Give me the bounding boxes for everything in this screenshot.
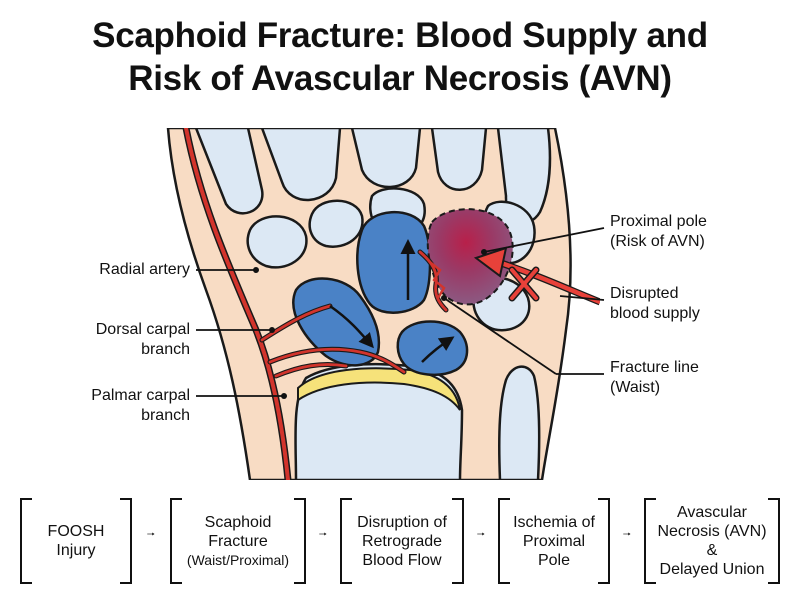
flow-step-3-line3: Blood Flow xyxy=(362,551,442,569)
label-proximal-line1: Proximal pole xyxy=(610,213,707,230)
flow-arrow-waist xyxy=(421,336,455,363)
flow-step-2-line3: (Waist/Proximal) xyxy=(186,551,290,568)
metacarpal-3 xyxy=(350,128,422,189)
title-line-1: Scaphoid Fracture: Blood Supply and xyxy=(92,16,708,55)
label-palmar-carpal-branch: Palmar carpal branch xyxy=(40,386,190,426)
flow-step-5-line3: & xyxy=(706,542,718,559)
leader-disrupted xyxy=(559,295,605,301)
label-fracture-line: Fracture line (Waist) xyxy=(610,358,770,398)
flow-step-2: Scaphoid Fracture (Waist/Proximal) xyxy=(170,498,306,584)
scaphoid-waist xyxy=(396,320,469,377)
label-fracture-line1: Fracture line xyxy=(610,359,699,376)
articular-cartilage xyxy=(297,367,461,411)
flow-step-3-line1: Disruption of xyxy=(357,513,447,531)
trapezoid xyxy=(308,199,364,248)
flow-step-4-line3: Pole xyxy=(537,551,571,569)
flow-step-3: Disruption of Retrograde Blood Flow xyxy=(340,498,464,584)
trapezium xyxy=(246,215,308,269)
label-disrupted-line1: Disrupted xyxy=(610,285,679,302)
label-radial-artery: Radial artery xyxy=(40,260,190,280)
page-title: Scaphoid Fracture: Blood Supply and Risk… xyxy=(0,14,800,100)
metacarpal-1 xyxy=(194,128,264,215)
flow-step-4: Ischemia of Proximal Pole xyxy=(498,498,610,584)
label-disrupted-blood-supply: Disrupted blood supply xyxy=(610,284,770,324)
leader-fracture xyxy=(443,297,557,375)
flow-arrow-distal xyxy=(329,304,374,349)
flow-step-5-line4: Delayed Union xyxy=(659,561,765,578)
label-disrupted-line2: blood supply xyxy=(610,305,700,322)
flow-step-1: FOOSH Injury xyxy=(20,498,132,584)
ulna xyxy=(498,365,541,480)
flow-step-2-line2: Fracture xyxy=(208,532,268,550)
label-proximal-line2: (Risk of AVN) xyxy=(610,233,705,250)
label-palmar-line1: Palmar carpal xyxy=(91,387,190,404)
label-dorsal-line1: Dorsal carpal xyxy=(95,321,190,338)
right-arrow-icon xyxy=(147,532,155,536)
flow-step-5-line1: Avascular xyxy=(677,504,747,521)
label-fracture-line2: (Waist) xyxy=(610,379,661,396)
flow-step-4-line2: Proximal xyxy=(522,532,586,550)
scaphoid-distal xyxy=(292,277,381,367)
pathophysiology-flow: FOOSH Injury Scaphoid Fracture (Waist/Pr… xyxy=(0,498,800,588)
label-dorsal-carpal-branch: Dorsal carpal branch xyxy=(40,320,190,360)
flow-step-3-line2: Retrograde xyxy=(361,532,443,550)
fracture-zigzag xyxy=(429,261,446,299)
flow-step-1-line1: FOOSH xyxy=(47,523,105,540)
flow-step-5: Avascular Necrosis (AVN) & Delayed Union xyxy=(644,498,780,584)
title-line-2: Risk of Avascular Necrosis (AVN) xyxy=(128,59,672,98)
label-proximal-pole: Proximal pole (Risk of AVN) xyxy=(610,212,770,252)
flow-step-4-line1: Ischemia of xyxy=(513,513,595,531)
label-radial-artery-text: Radial artery xyxy=(99,261,190,278)
metacarpal-2 xyxy=(260,128,342,202)
label-dorsal-line2: branch xyxy=(141,341,190,358)
metacarpal-4 xyxy=(430,128,488,191)
right-arrow-icon xyxy=(477,532,485,536)
right-arrow-icon xyxy=(623,532,631,536)
flow-step-5-line2: Necrosis (AVN) xyxy=(657,523,767,540)
flow-step-1-line2: Injury xyxy=(56,542,96,559)
lunate xyxy=(356,211,432,314)
leader-proximal-pole xyxy=(483,227,605,253)
right-arrow-icon xyxy=(319,532,327,536)
flow-step-2-line1: Scaphoid xyxy=(204,513,272,531)
label-palmar-line2: branch xyxy=(141,407,190,424)
